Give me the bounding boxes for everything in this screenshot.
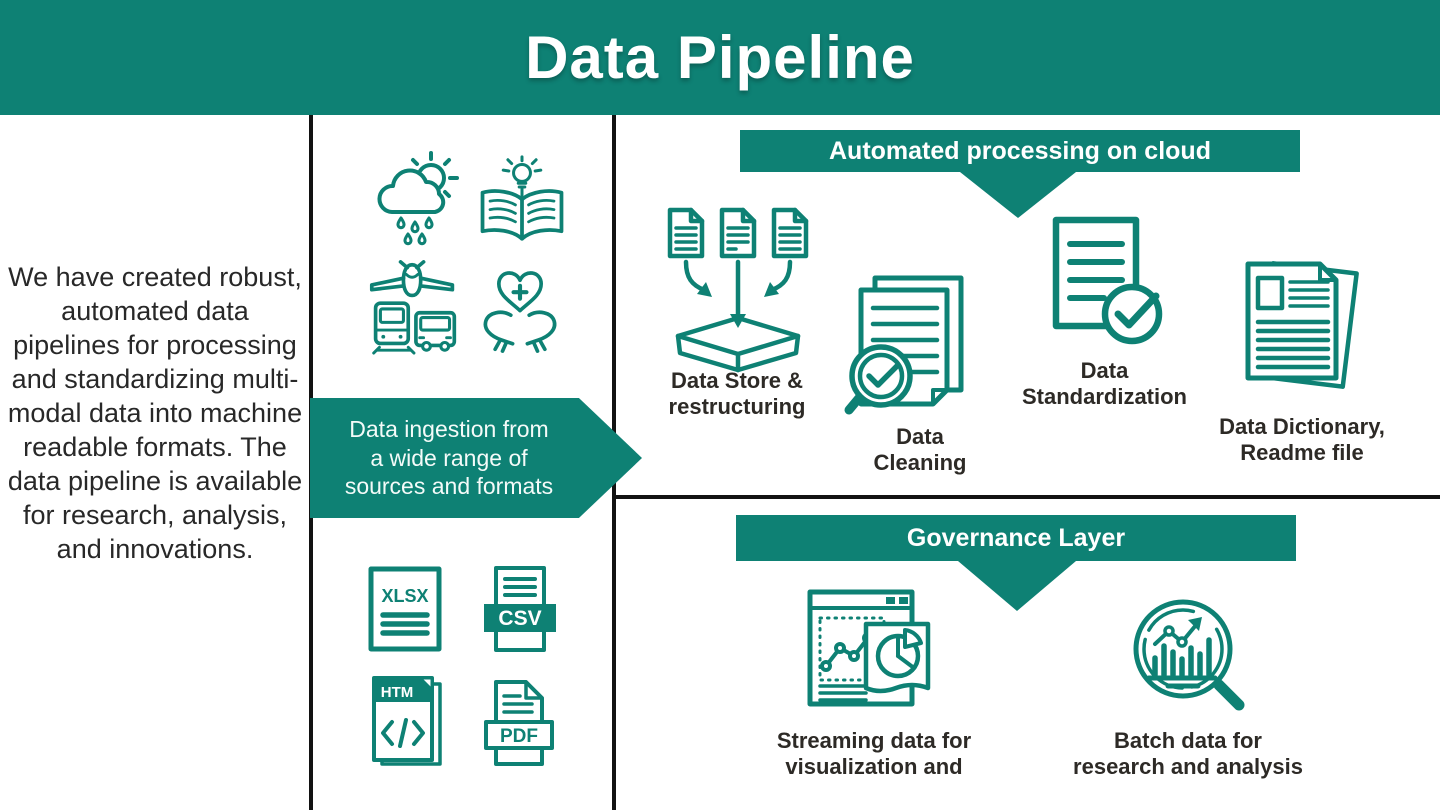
- batch-data-icon: [1133, 599, 1245, 711]
- processing-banner: Automated processing on cloud: [740, 130, 1300, 172]
- intro-paragraph: We have created robust, automated data p…: [7, 262, 303, 565]
- label-line: Data: [896, 424, 944, 449]
- education-icon: [480, 155, 564, 241]
- data-dictionary-icon: [1245, 261, 1359, 389]
- label-line: Batch data for: [1114, 728, 1262, 753]
- header-banner: Data Pipeline: [0, 0, 1440, 115]
- label-line: Data Store &: [670, 368, 804, 393]
- xlsx-file-icon: XLSX: [368, 566, 442, 652]
- label-line: Standardization: [1021, 384, 1187, 410]
- label-data-standardization: Data Standardization: [1017, 358, 1192, 411]
- pdf-file-icon: PDF: [484, 680, 554, 766]
- data-store-icon: [667, 207, 809, 373]
- svg-text:XLSX: XLSX: [381, 586, 428, 606]
- label-batch-data: Batch data for research and analysis: [1068, 728, 1308, 781]
- governance-banner-pointer: [958, 561, 1076, 611]
- label-line: research and analysis: [1073, 754, 1303, 780]
- processing-banner-label: Automated processing on cloud: [829, 136, 1211, 165]
- governance-banner-label: Governance Layer: [906, 523, 1126, 552]
- ingestion-line: sources and formats: [344, 473, 554, 500]
- svg-text:HTM: HTM: [381, 684, 414, 701]
- label-line: Data: [1080, 358, 1129, 383]
- governance-banner: Governance Layer: [736, 515, 1296, 561]
- ingestion-line: Data ingestion from: [349, 416, 549, 443]
- health-icon: [483, 271, 557, 353]
- transport-icon: [369, 260, 457, 355]
- svg-text:CSV: CSV: [498, 607, 541, 630]
- page-title: Data Pipeline: [525, 24, 915, 91]
- label-data-cleaning: Data Cleaning: [855, 424, 985, 477]
- csv-file-icon: CSV: [484, 566, 556, 652]
- htm-file-icon: HTM: [372, 676, 442, 766]
- divider-horizontal: [612, 495, 1440, 499]
- label-data-dictionary: Data Dictionary, Readme file: [1212, 414, 1392, 467]
- processing-banner-pointer: [960, 172, 1076, 218]
- streaming-data-icon: [807, 589, 931, 707]
- data-ingestion-banner: Data ingestion from a wide range of sour…: [310, 398, 642, 518]
- label-line: visualization and: [785, 754, 963, 780]
- label-line: Cleaning: [873, 450, 967, 476]
- label-line: Data Dictionary,: [1219, 414, 1385, 439]
- label-line: Streaming data for: [776, 728, 972, 753]
- label-line: Readme file: [1240, 440, 1364, 466]
- label-streaming-data: Streaming data for visualization and: [768, 728, 980, 781]
- data-cleaning-icon: [844, 275, 964, 415]
- label-data-store: Data Store & restructuring: [647, 368, 827, 421]
- ingestion-line: a wide range of: [370, 444, 528, 471]
- label-line: restructuring: [668, 394, 806, 420]
- weather-icon: [377, 151, 459, 246]
- data-standardization-icon: [1052, 216, 1163, 345]
- svg-text:PDF: PDF: [500, 726, 538, 747]
